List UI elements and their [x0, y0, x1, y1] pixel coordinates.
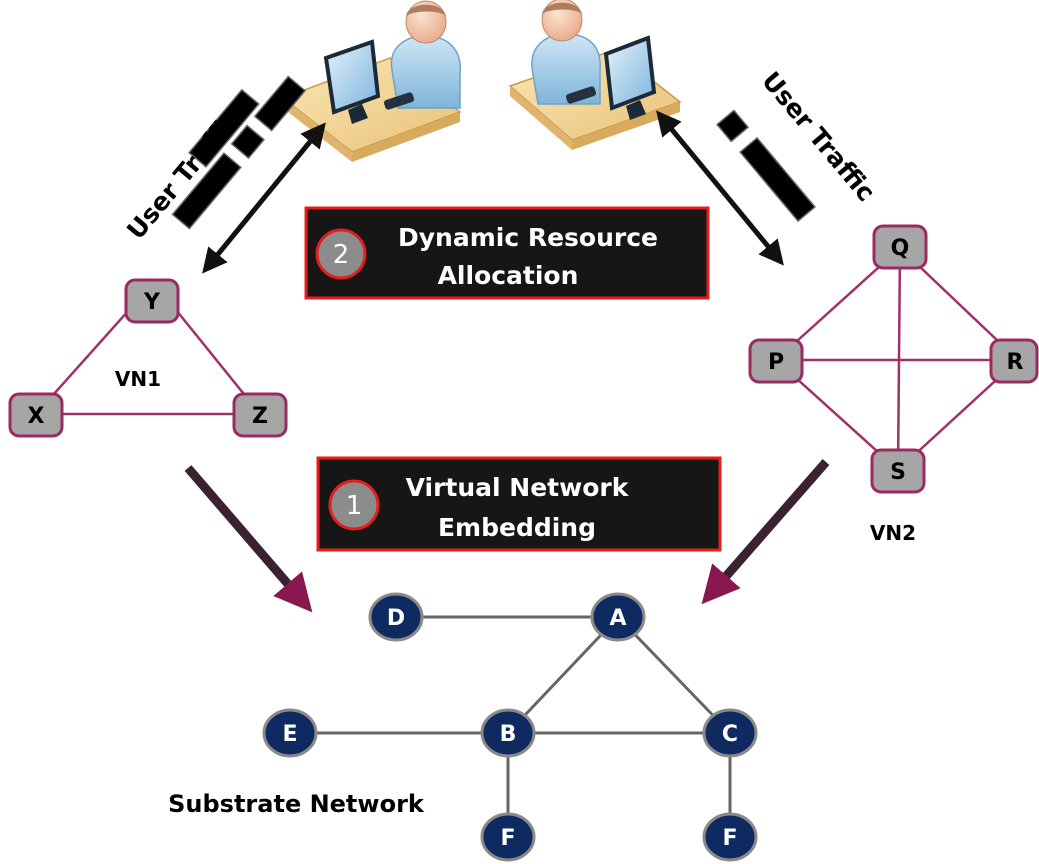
vn2-links	[775, 247, 1019, 471]
step-title-line2: Embedding	[438, 513, 596, 542]
vn2-node-q: Q	[872, 224, 928, 270]
traffic-right-packet	[716, 109, 750, 143]
step-title-line1: Virtual Network	[406, 473, 630, 502]
step-number-badge	[328, 479, 380, 531]
svg-text:R: R	[1007, 350, 1024, 375]
vn2-node-r: R	[989, 338, 1039, 384]
step-box-dynamic-resource-allocation: 2 Dynamic Resource Allocation	[304, 206, 710, 300]
vn1-node-x: X	[8, 392, 64, 438]
user-right-illustration	[508, 0, 682, 150]
svg-text:A: A	[609, 606, 626, 631]
vn2-label: VN2	[870, 521, 916, 545]
svg-text:C: C	[722, 722, 738, 747]
step-box-virtual-network-embedding: 1 Virtual Network Embedding	[316, 456, 722, 552]
mapping-arrow-vn2	[701, 459, 830, 605]
desk-right-side	[510, 86, 572, 150]
traffic-left-packet	[171, 152, 242, 230]
svg-text:S: S	[890, 460, 906, 485]
step-title-line1: Dynamic Resource	[398, 223, 658, 252]
svg-text:X: X	[28, 404, 45, 429]
substrate-node-c: C	[702, 708, 758, 758]
substrate-link-a-c	[616, 615, 732, 735]
mapping-arrow-vn1	[184, 465, 313, 613]
vn2-node-p: P	[748, 338, 804, 384]
user-left-illustration	[281, 0, 462, 162]
traffic-left-group: User Traffic	[121, 75, 326, 274]
svg-text:B: B	[500, 722, 517, 747]
vn1-label: VN1	[115, 367, 161, 391]
vn1-node-y: Y	[124, 278, 180, 324]
svg-text:F: F	[722, 826, 737, 851]
traffic-right-arrow	[656, 110, 784, 266]
substrate-link-a-b	[506, 615, 620, 735]
traffic-left-packet	[188, 88, 260, 168]
substrate-network-label: Substrate Network	[168, 790, 425, 818]
vn2-node-s: S	[870, 448, 926, 494]
traffic-left-packet	[230, 124, 266, 160]
svg-text:Q: Q	[891, 236, 910, 261]
step-title-line2: Allocation	[438, 261, 579, 290]
svg-text:D: D	[387, 606, 405, 631]
substrate-node-b: B	[480, 708, 536, 758]
substrate-node-a: A	[590, 592, 646, 642]
desk-right-front	[572, 102, 680, 150]
traffic-left-arrow	[202, 122, 326, 274]
svg-text:F: F	[500, 826, 515, 851]
svg-text:E: E	[282, 722, 297, 747]
substrate-node-f-left: F	[480, 812, 536, 862]
step-number: 2	[333, 240, 350, 270]
substrate-node-f-right: F	[702, 812, 758, 862]
substrate-node-d: D	[368, 592, 424, 642]
vn1-node-z: Z	[232, 392, 288, 438]
step-number-badge	[315, 228, 367, 280]
traffic-right-packet	[739, 136, 816, 223]
monitor-right-screen	[603, 35, 657, 111]
substrate-node-e: E	[262, 708, 318, 758]
monitor-left-screen	[323, 39, 381, 115]
svg-text:Z: Z	[252, 404, 268, 429]
step-number: 1	[346, 491, 363, 521]
desk-left-front	[352, 112, 460, 162]
traffic-left-packet	[253, 75, 307, 132]
svg-text:Y: Y	[143, 290, 161, 315]
svg-text:P: P	[768, 350, 784, 375]
